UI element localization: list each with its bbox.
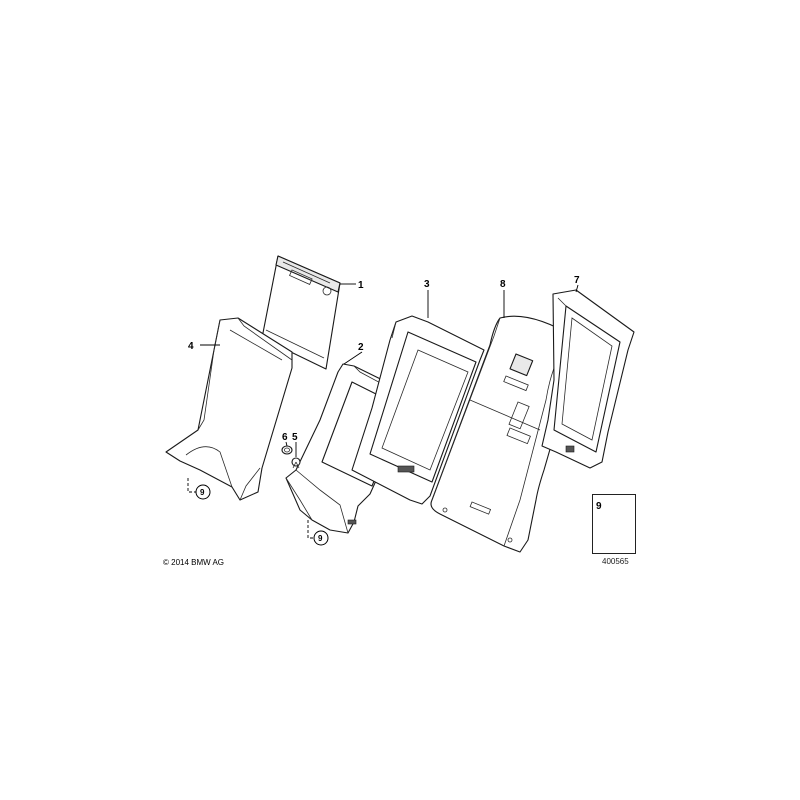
callout-8: 8 [500, 279, 506, 290]
leader-lines [187, 283, 579, 539]
part-5-screw[interactable] [291, 457, 301, 469]
svg-text:9: 9 [318, 534, 323, 543]
callout-2: 2 [358, 342, 364, 353]
callout-3: 3 [424, 279, 430, 290]
callout-1: 1 [358, 280, 364, 291]
part-3-frame[interactable] [351, 315, 485, 505]
reference-9-middle[interactable]: 9 [313, 530, 329, 546]
diagram-id: 400565 [602, 557, 629, 566]
callout-numbers: 1 2 3 4 5 6 8 7 [188, 275, 580, 443]
callout-4: 4 [188, 341, 194, 352]
legend-number: 9 [596, 501, 602, 512]
part-4-side-trim[interactable] [165, 317, 293, 501]
part-6-clip[interactable] [281, 445, 293, 455]
svg-text:9: 9 [200, 488, 205, 497]
callout-7: 7 [574, 275, 580, 286]
callout-5: 5 [292, 432, 298, 443]
legend-box [592, 494, 636, 554]
copyright-text: © 2014 BMW AG [163, 558, 225, 567]
part-7-rear-frame[interactable] [541, 289, 635, 469]
reference-9-left[interactable]: 9 [195, 484, 211, 500]
part-8-backrest-panel[interactable] [430, 315, 582, 553]
part-1-panel[interactable] [261, 255, 341, 370]
callout-6: 6 [282, 432, 288, 443]
